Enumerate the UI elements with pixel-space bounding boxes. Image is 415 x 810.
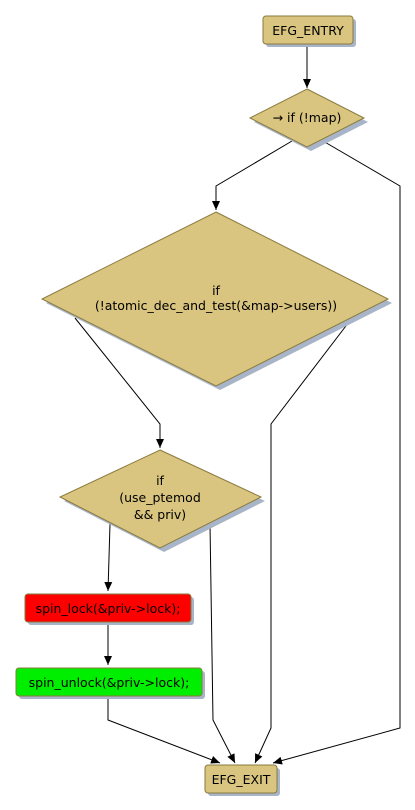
entry-node-label: EFG_ENTRY	[272, 23, 344, 38]
if-ptemod-node: if (use_ptemod && priv)	[58, 449, 265, 552]
edge-if-ptemod-to-exit	[209, 523, 236, 764]
edge-spin-unlock-to-exit	[107, 696, 221, 764]
if-atomic-node: if (!atomic_dec_and_test(&map->users))	[40, 211, 392, 390]
if-ptemod-label-line2: (use_ptemod	[119, 490, 201, 505]
if-map-node: → if (!map)	[248, 88, 368, 151]
if-atomic-label-line1: if	[212, 283, 220, 298]
edge-if-atomic-to-if-ptemod	[74, 317, 164, 448]
spin-lock-box	[24, 593, 192, 623]
entry-node: EFG_ENTRY	[262, 15, 356, 47]
spin-unlock-box	[15, 667, 203, 697]
if-ptemod-label-line3: && priv)	[134, 507, 186, 522]
if-atomic-label-line2: (!atomic_dec_and_test(&map->users))	[95, 298, 337, 313]
edge-if-ptemod-to-spin-lock	[104, 523, 113, 592]
spin-lock-label: spin_lock(&priv->lock);	[36, 601, 181, 616]
exit-node-box	[204, 764, 278, 794]
edge-if-map-to-exit	[272, 140, 401, 765]
if-ptemod-diamond	[58, 449, 263, 549]
entry-node-box	[262, 15, 354, 45]
edges	[74, 44, 401, 765]
edge-if-atomic-to-exit	[254, 317, 353, 764]
spin-unlock-label: spin_unlock(&priv->lock);	[29, 675, 190, 690]
edge-if-map-to-if-atomic	[212, 140, 293, 210]
spin-lock-node: spin_lock(&priv->lock);	[24, 593, 194, 625]
if-atomic-diamond	[40, 211, 390, 387]
exit-node: EFG_EXIT	[204, 764, 280, 796]
if-ptemod-label-line1: if	[156, 473, 164, 488]
spin-unlock-node: spin_unlock(&priv->lock);	[15, 667, 205, 699]
if-map-label: → if (!map)	[273, 110, 342, 125]
if-map-diamond	[248, 88, 366, 148]
exit-node-label: EFG_EXIT	[212, 772, 271, 787]
